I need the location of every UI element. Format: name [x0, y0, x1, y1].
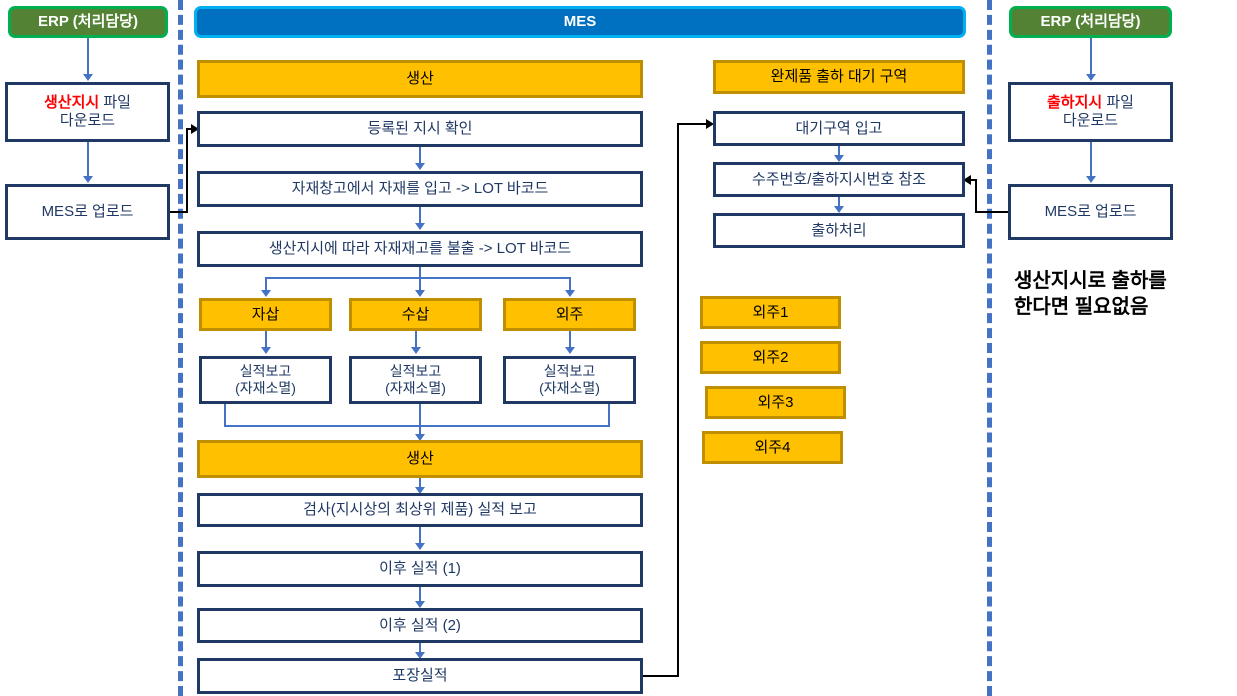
branch-oeju[interactable]: 외주	[503, 298, 636, 331]
check-registered-order[interactable]: 등록된 지시 확인	[197, 111, 643, 147]
waiting-area-in[interactable]: 대기구역 입고	[713, 111, 965, 146]
arrow-jasab-report	[261, 347, 271, 354]
prod-order-download-label: 생산지시 파일 다운로드	[44, 94, 131, 129]
after-result-2[interactable]: 이후 실적 (2)	[197, 608, 643, 643]
report-jasab[interactable]: 실적보고 (자재소멸)	[199, 356, 332, 404]
prod-order-download[interactable]: 생산지시 파일 다운로드	[5, 82, 170, 142]
ship-order-highlight: 출하지시	[1047, 94, 1103, 112]
erp-right-header[interactable]: ERP (처리담당)	[1009, 6, 1172, 38]
arrow-into-order-ref	[963, 175, 971, 185]
connector-right-1	[1090, 38, 1092, 76]
connector-right-to-ship-h1	[975, 211, 1010, 213]
right-lane-note: 생산지시로 출하를 한다면 필요없음	[1014, 270, 1167, 318]
shipping-process[interactable]: 출하처리	[713, 213, 965, 248]
shipping-area-header[interactable]: 완제품 출하 대기 구역	[713, 60, 965, 94]
connector-split-right	[569, 277, 571, 293]
production-section-2[interactable]: 생산	[197, 440, 643, 478]
arrow-mes-3	[415, 487, 425, 494]
outsource-1[interactable]: 외주1	[700, 296, 841, 329]
prod-order-rest: 파일 다운로드	[59, 94, 131, 129]
connector-mes-6	[419, 643, 421, 655]
connector-ship-2	[838, 197, 840, 209]
after-result-1[interactable]: 이후 실적 (1)	[197, 551, 643, 587]
arrow-into-waiting-area	[706, 119, 714, 129]
connector-mes-1	[419, 147, 421, 166]
connector-packing-h1	[643, 675, 679, 677]
outsource-3[interactable]: 외주3	[705, 386, 846, 419]
arrow-right-2	[1086, 176, 1096, 183]
erp-left-header[interactable]: ERP (처리담당)	[8, 6, 168, 38]
arrow-mes-4	[415, 543, 425, 550]
connector-right-2	[1090, 142, 1092, 180]
arrow-mes-1	[415, 163, 425, 170]
outsource-4[interactable]: 외주4	[702, 431, 843, 464]
ship-order-download-label: 출하지시 파일 다운로드	[1047, 94, 1134, 129]
arrow-merge-production	[415, 434, 425, 441]
arrow-branch-jasab	[261, 290, 271, 297]
prod-order-highlight: 생산지시	[44, 94, 100, 112]
mes-header[interactable]: MES	[194, 6, 966, 38]
arrow-mes-5	[415, 601, 425, 608]
ship-order-rest: 파일 다운로드	[1062, 94, 1134, 129]
connector-split-bus	[265, 277, 570, 279]
connector-jasab-report	[265, 331, 267, 349]
mes-upload-right[interactable]: MES로 업로드	[1008, 184, 1173, 240]
arrow-branch-oeju	[565, 290, 575, 297]
inspection-report[interactable]: 검사(지시상의 최상위 제품) 실적 보고	[197, 493, 643, 527]
production-section-1[interactable]: 생산	[197, 60, 643, 98]
arrow-ship-2	[834, 206, 844, 213]
material-issue[interactable]: 생산지시에 따라 자재재고를 불출 -> LOT 바코드	[197, 231, 643, 267]
branch-susab[interactable]: 수삽	[349, 298, 482, 331]
mes-upload-left[interactable]: MES로 업로드	[5, 184, 170, 240]
connector-left-to-mes-v	[186, 129, 188, 213]
lane-divider-right	[987, 0, 992, 696]
branch-jasab[interactable]: 자삽	[199, 298, 332, 331]
connector-split-mid	[419, 277, 421, 293]
report-susab[interactable]: 실적보고 (자재소멸)	[349, 356, 482, 404]
connector-left-to-mes-h2	[186, 128, 194, 130]
order-shipping-ref[interactable]: 수주번호/출하지시번호 참조	[713, 162, 965, 197]
ship-order-download[interactable]: 출하지시 파일 다운로드	[1008, 82, 1173, 142]
connector-packing-h2	[677, 123, 709, 125]
connector-mes-2	[419, 207, 421, 226]
arrow-right-1	[1086, 74, 1096, 81]
connector-merge-mid	[419, 404, 421, 426]
connector-split-left	[265, 277, 267, 293]
connector-mes-3	[419, 478, 421, 490]
connector-oeju-report	[569, 331, 571, 349]
connector-susab-report	[415, 331, 417, 349]
outsource-2[interactable]: 외주2	[700, 341, 841, 374]
connector-merge-left	[224, 404, 226, 426]
arrow-left-2	[83, 176, 93, 183]
lane-divider-left	[178, 0, 183, 696]
arrow-left-1	[83, 74, 93, 81]
arrow-oeju-report	[565, 347, 575, 354]
arrow-into-check-order	[191, 124, 199, 134]
packing-result[interactable]: 포장실적	[197, 658, 643, 694]
report-oeju[interactable]: 실적보고 (자재소멸)	[503, 356, 636, 404]
connector-right-to-ship-v	[975, 180, 977, 213]
connector-packing-v	[677, 124, 679, 676]
connector-right-to-ship-h2	[971, 179, 977, 181]
arrow-susab-report	[411, 347, 421, 354]
connector-ship-1	[838, 146, 840, 158]
arrow-mes-6	[415, 652, 425, 659]
connector-split-stem	[419, 267, 421, 279]
arrow-branch-susab	[415, 290, 425, 297]
connector-merge-stem	[419, 425, 421, 437]
connector-left-1	[87, 38, 89, 76]
arrow-ship-1	[834, 155, 844, 162]
connector-merge-right	[608, 404, 610, 426]
connector-merge-bus	[224, 425, 610, 427]
material-warehouse-in[interactable]: 자재창고에서 자재를 입고 -> LOT 바코드	[197, 171, 643, 207]
connector-left-to-mes-h1	[170, 211, 188, 213]
connector-mes-5	[419, 587, 421, 603]
connector-mes-4	[419, 527, 421, 546]
connector-left-2	[87, 142, 89, 180]
arrow-mes-2	[415, 223, 425, 230]
